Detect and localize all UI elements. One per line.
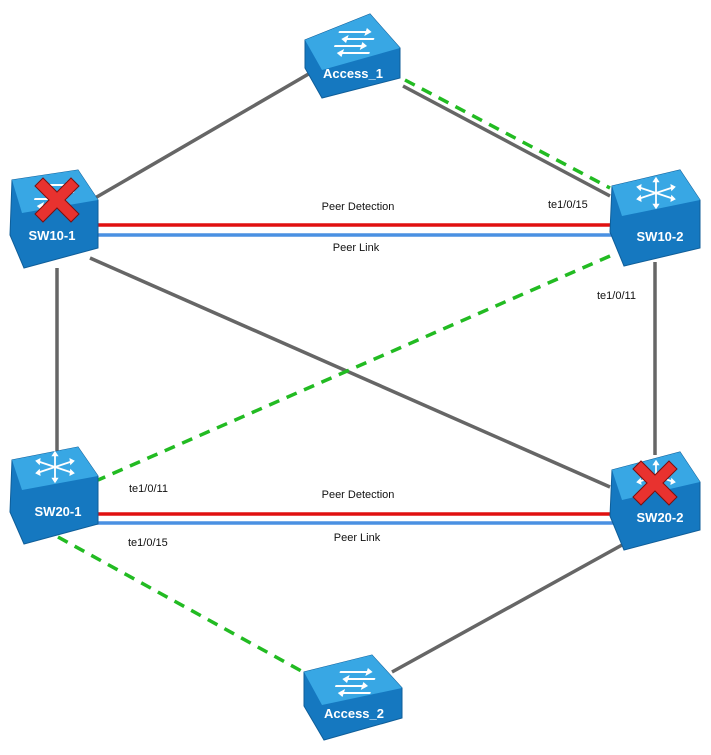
device-sw20-2[interactable]: SW20-2: [609, 451, 701, 551]
active-link-sw201-access2: [57, 535, 306, 675]
peer-link-label-bottom: Peer Link: [334, 532, 381, 544]
peer-links-top: [95, 223, 616, 237]
failed-x-icon: [632, 460, 678, 506]
device-label: SW20-1: [35, 504, 82, 519]
link-access1-sw102: [402, 84, 611, 198]
device-access2[interactable]: Access_2: [303, 654, 403, 741]
device-label: SW10-1: [29, 228, 76, 243]
port-label-sw102-te15: te1/0/15: [548, 199, 588, 211]
device-sw20-1[interactable]: SW20-1: [9, 446, 99, 545]
active-link-sw102-sw201: [97, 254, 611, 482]
link-sw101-sw202: [89, 256, 611, 489]
device-sw10-2[interactable]: SW10-2: [609, 169, 701, 267]
physical-links: [55, 70, 657, 674]
device-label: Access_1: [323, 66, 383, 81]
active-link-access1-sw102: [404, 78, 611, 190]
device-label: Access_2: [324, 706, 384, 721]
port-label-sw201-te15: te1/0/15: [128, 537, 168, 549]
link-access1-sw101: [94, 70, 313, 200]
device-label: SW10-2: [637, 229, 684, 244]
active-path-links: [57, 78, 611, 675]
device-label: SW20-2: [637, 510, 684, 525]
link-sw202-access2: [391, 543, 623, 674]
port-label-sw201-te11: te1/0/11: [129, 483, 168, 495]
device-sw10-1[interactable]: SW10-1: [9, 169, 99, 269]
failed-x-icon: [34, 177, 80, 223]
device-access1[interactable]: Access_1: [304, 13, 401, 99]
peer-links-bottom: [95, 512, 616, 525]
peer-link-label-top: Peer Link: [333, 242, 380, 254]
peer-detection-label-bottom: Peer Detection: [322, 489, 395, 501]
peer-detection-label-top: Peer Detection: [322, 201, 395, 213]
port-label-sw102-te11: te1/0/11: [597, 290, 636, 302]
